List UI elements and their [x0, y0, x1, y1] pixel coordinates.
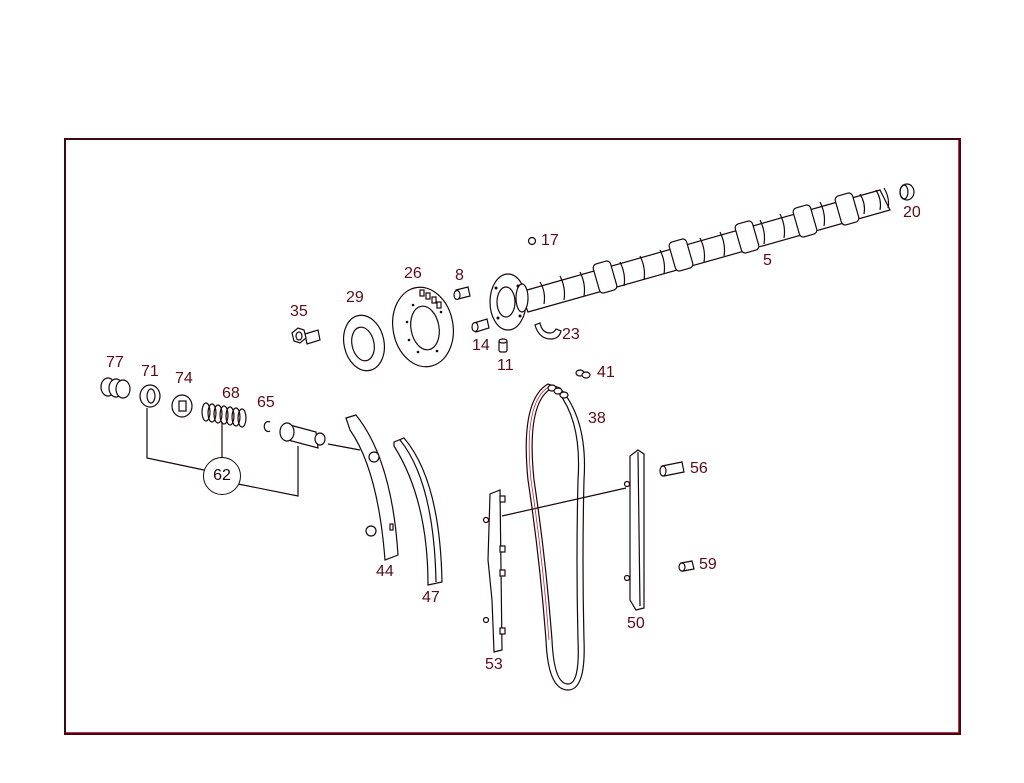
label-62: 62: [213, 467, 231, 484]
label-74: 74: [175, 370, 193, 387]
label-41: 41: [597, 364, 615, 381]
label-11: 11: [497, 357, 514, 374]
label-68: 68: [222, 385, 240, 402]
label-8: 8: [455, 267, 464, 284]
assembly-62-leaders: [146, 408, 627, 517]
label-77: 77: [106, 354, 124, 371]
tensioner-rail-part[interactable]: [345, 414, 399, 561]
rail-lining-part[interactable]: [393, 437, 443, 586]
label-17: 17: [541, 232, 559, 249]
guide-rail-53-part[interactable]: [482, 489, 506, 653]
label-20: 20: [903, 204, 921, 221]
seal-ring-71-part[interactable]: [139, 384, 161, 408]
label-29: 29: [346, 289, 364, 306]
label-56: 56: [690, 460, 708, 477]
label-65: 65: [257, 394, 275, 411]
sleeve-part[interactable]: [498, 338, 508, 353]
diagram-frame: [64, 138, 961, 735]
assembly-62-callout[interactable]: 62: [203, 457, 241, 495]
pin-8-part[interactable]: [453, 286, 471, 301]
bolt-part[interactable]: [291, 327, 321, 345]
label-14: 14: [472, 337, 490, 354]
spring-68-part[interactable]: [201, 402, 247, 428]
screw-plug-74-part[interactable]: [171, 394, 193, 418]
label-5: 5: [763, 252, 772, 269]
ball-part[interactable]: [527, 236, 537, 246]
circlip-65-part[interactable]: [263, 420, 271, 433]
label-59: 59: [699, 556, 717, 573]
tensioner-body-part[interactable]: [279, 422, 326, 449]
pin-14-part[interactable]: [471, 318, 490, 333]
plug-part[interactable]: [899, 183, 915, 201]
sprocket-part[interactable]: [387, 282, 460, 371]
label-26: 26: [404, 265, 422, 282]
washer-part[interactable]: [339, 311, 390, 374]
label-47: 47: [422, 589, 440, 606]
timing-chain-part[interactable]: [525, 383, 586, 691]
label-50: 50: [627, 615, 645, 632]
camshaft-part[interactable]: [489, 187, 891, 331]
guide-rail-50-part[interactable]: [623, 449, 645, 611]
chain-link-part[interactable]: [575, 369, 591, 379]
label-71: 71: [141, 363, 159, 380]
label-38: 38: [588, 410, 606, 427]
guide-pin-59-part[interactable]: [678, 560, 695, 572]
label-23: 23: [562, 326, 580, 343]
label-44: 44: [376, 563, 394, 580]
guide-pin-56-part[interactable]: [659, 461, 685, 477]
housing-77-part[interactable]: [100, 377, 131, 399]
label-35: 35: [290, 303, 308, 320]
bearing-shell-part[interactable]: [534, 322, 562, 340]
label-53: 53: [485, 656, 503, 673]
